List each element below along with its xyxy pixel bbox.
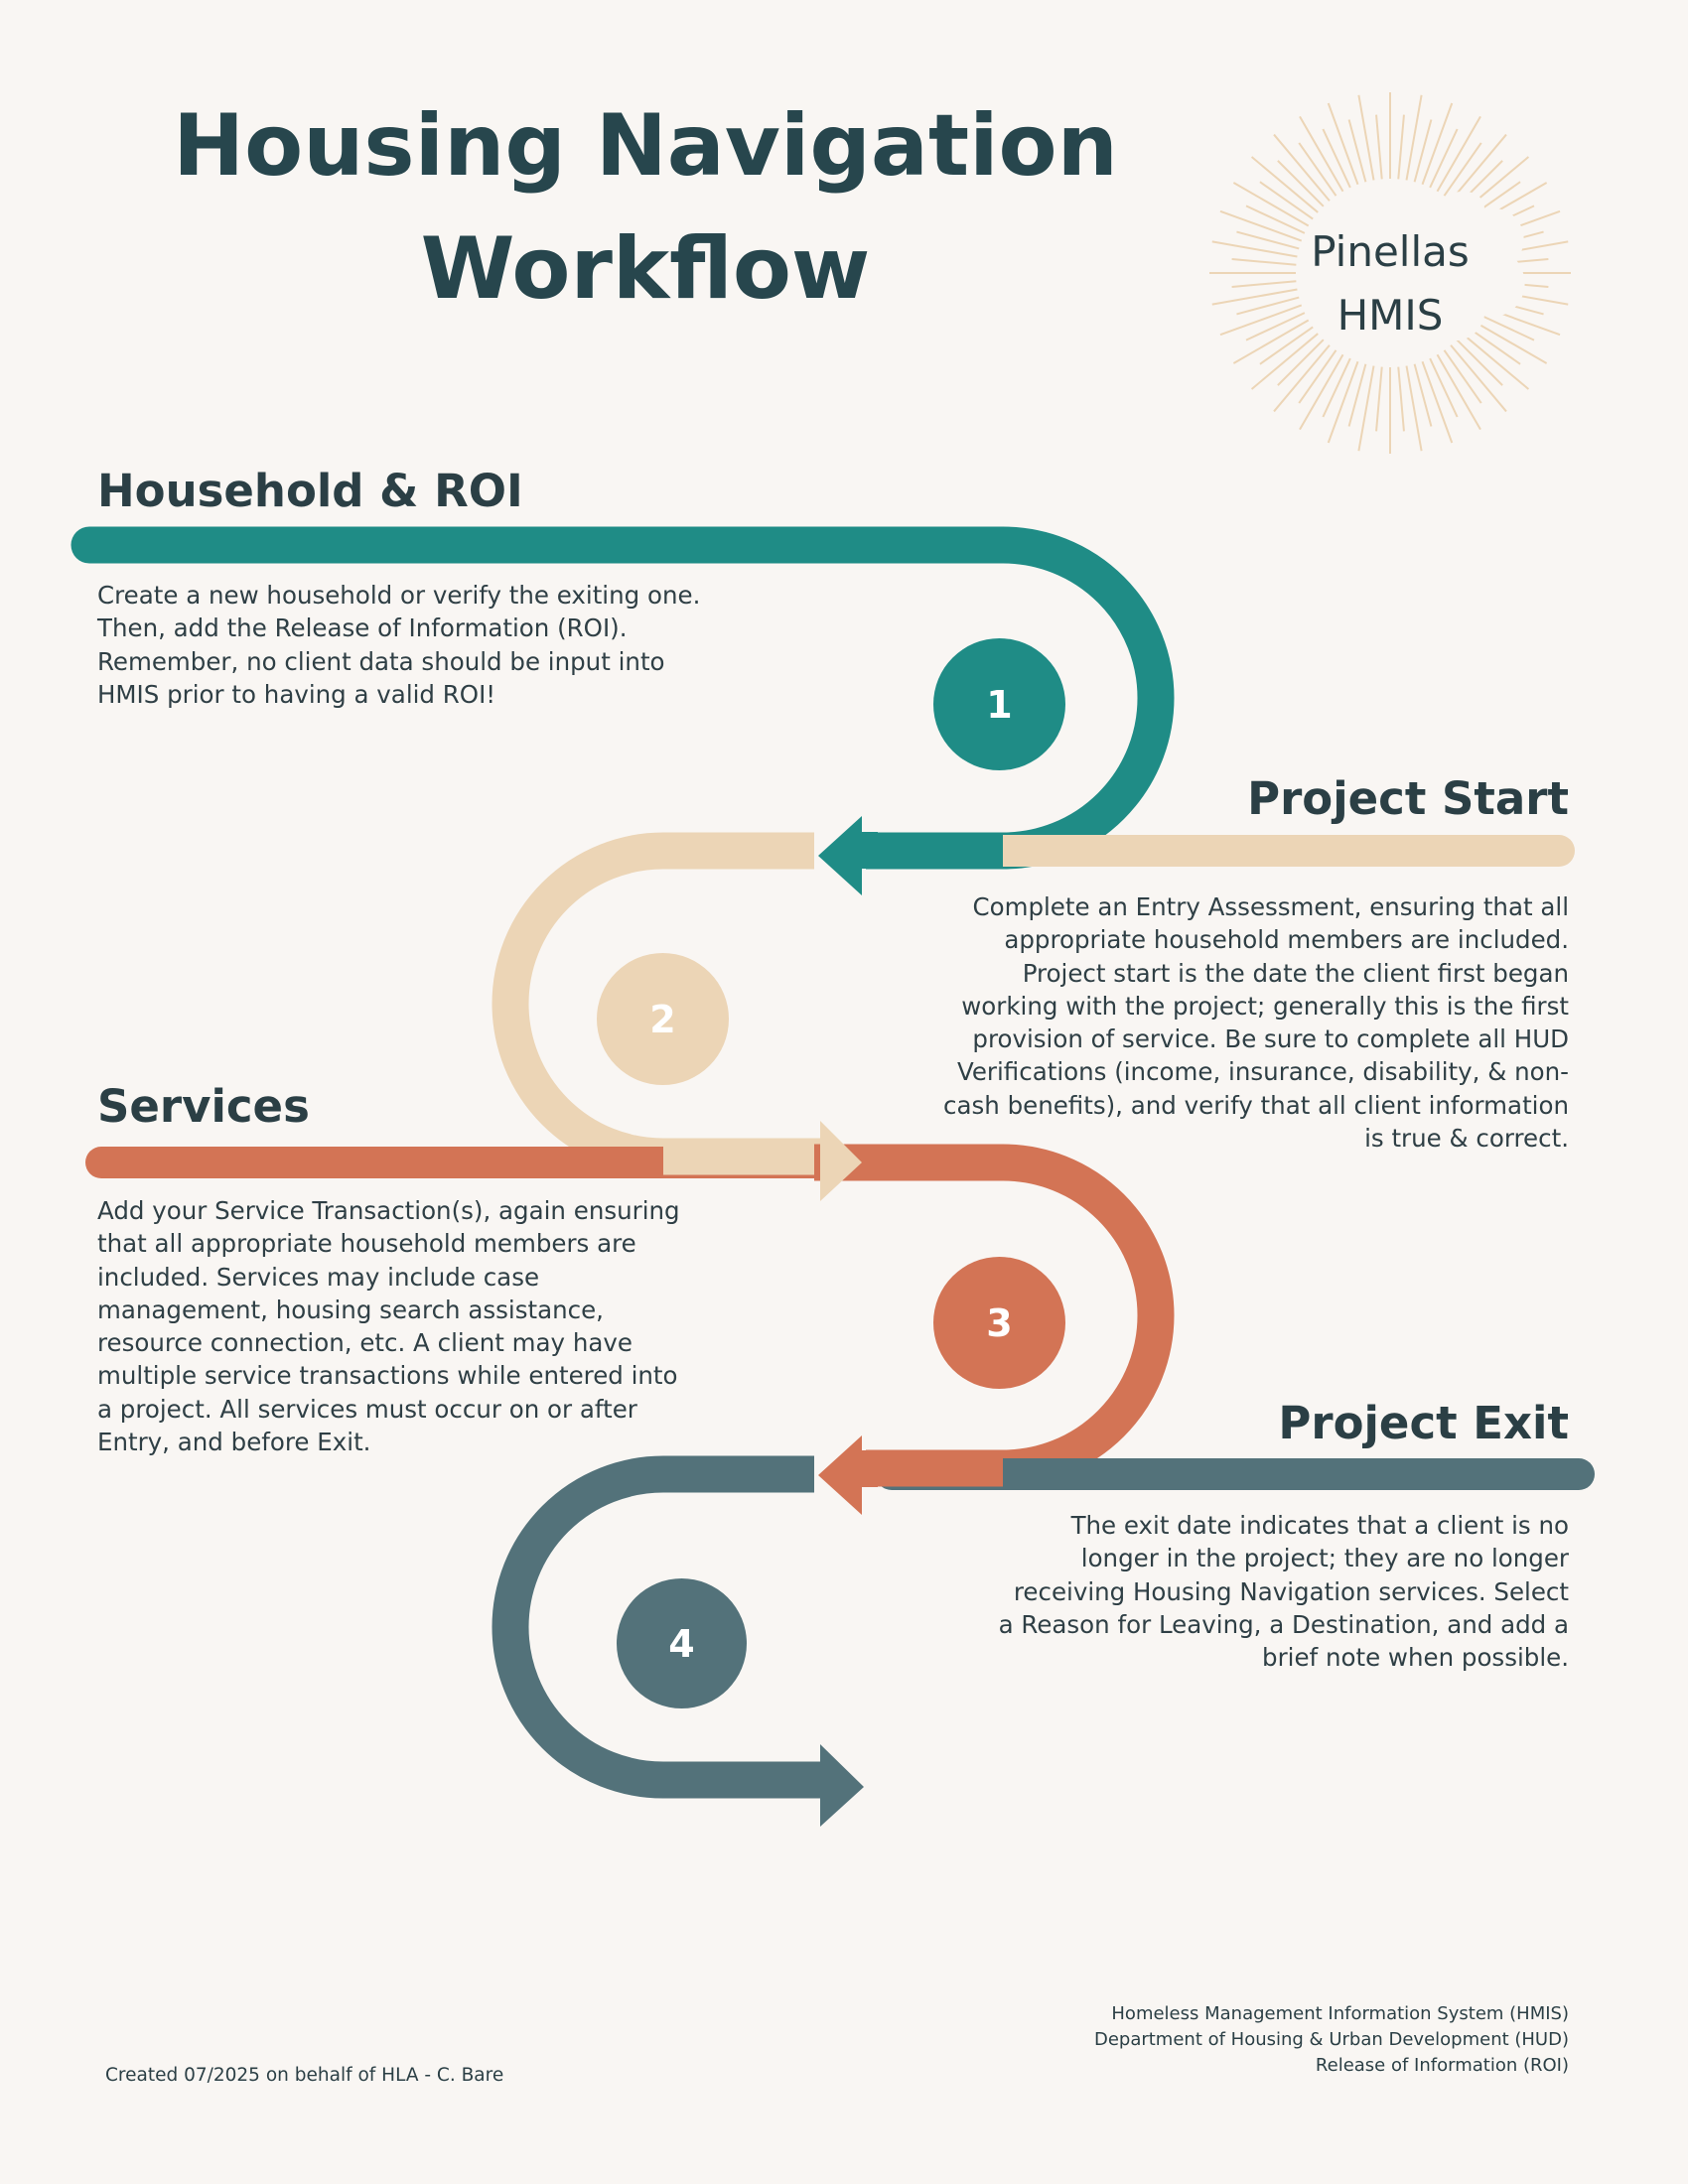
sunburst-ray — [1211, 240, 1298, 258]
sunburst-ray — [1236, 296, 1300, 316]
step-3-number-badge: 3 — [933, 1257, 1065, 1389]
footer-acronym-hud: Department of Housing & Urban Developmen… — [1093, 2029, 1569, 2050]
sunburst-ray — [1277, 339, 1325, 386]
step-2-path — [492, 832, 822, 1175]
sunburst-ray — [1231, 258, 1297, 266]
step-2-title: Project Start — [1247, 772, 1569, 825]
sunburst-ray — [1232, 319, 1310, 364]
sunburst-ray — [1405, 365, 1423, 452]
sunburst-ray — [1421, 102, 1454, 186]
sunburst-ray — [1299, 115, 1344, 193]
step-1-title: Household & ROI — [97, 465, 523, 517]
sunburst-ray — [1327, 102, 1359, 186]
step-4-number-badge: 4 — [617, 1578, 747, 1708]
step-3-description: Add your Service Transaction(s), again e… — [97, 1196, 680, 1457]
sunburst-ray — [1298, 142, 1337, 197]
sunburst-ray — [1259, 326, 1314, 365]
sunburst-ray — [1327, 360, 1359, 444]
logo-cloud-shape — [1348, 191, 1525, 341]
step-1-description: Create a new household or verify the exi… — [97, 581, 701, 709]
logo-line-2: HMIS — [1336, 291, 1444, 340]
step-3-arrowhead — [818, 1435, 862, 1515]
sunburst-ray — [1219, 304, 1303, 337]
step-1-number-badge: 1 — [933, 638, 1065, 770]
sunburst-ray — [1298, 349, 1337, 404]
sunburst-ray — [1397, 366, 1405, 432]
sunburst-ray — [1471, 319, 1548, 364]
sunburst-ray — [1475, 312, 1535, 341]
sunburst-ray — [1405, 94, 1423, 181]
sunburst-ray — [1462, 333, 1530, 390]
step-3-title: Services — [97, 1080, 310, 1133]
sunburst-ray — [1259, 181, 1314, 220]
sunburst-ray — [1245, 312, 1306, 341]
sunburst-ray — [1436, 115, 1481, 193]
sunburst-ray — [1375, 114, 1383, 180]
logo-text: Pinellas HMIS — [1241, 220, 1539, 347]
logo-line-1: Pinellas — [1311, 227, 1470, 276]
step-4-title: Project Exit — [1278, 1397, 1569, 1449]
sunburst-ray — [1421, 360, 1454, 444]
sunburst-ray — [1413, 363, 1433, 427]
step-3-path — [85, 1121, 1595, 1515]
sunburst-ray — [1211, 288, 1298, 306]
sunburst-ray — [1375, 366, 1383, 432]
sunburst-ray — [1299, 353, 1344, 431]
sunburst-ray — [1429, 128, 1459, 189]
sunburst-ray — [1397, 114, 1405, 180]
step-4-arrowhead — [820, 1744, 864, 1827]
sunburst-ray — [1250, 156, 1319, 213]
sunburst-ray — [1277, 160, 1325, 207]
sunburst-ray — [1413, 119, 1433, 183]
sunburst-ray — [1357, 94, 1375, 181]
sunburst-ray — [1467, 326, 1521, 365]
sunburst-ray — [1250, 333, 1319, 390]
sunburst-ray — [1357, 365, 1375, 452]
sunburst-ray — [1450, 344, 1507, 413]
sunburst-ray — [1273, 133, 1331, 202]
sunburst-ray — [1219, 209, 1303, 242]
sunburst-ray — [1443, 349, 1482, 404]
step-1-arrowhead — [818, 816, 862, 895]
step-4-path — [492, 1455, 864, 1827]
page-title-line-2: Workflow — [420, 219, 871, 319]
step-1-path — [70, 526, 1575, 895]
sunburst-ray — [1245, 205, 1306, 234]
sunburst-ray — [1232, 182, 1310, 227]
sunburst-ray — [1436, 353, 1481, 431]
sunburst-ray — [1456, 339, 1503, 386]
page-title: Housing Navigation Workflow — [149, 84, 1142, 331]
footer-credit: Created 07/2025 on behalf of HLA - C. Ba… — [105, 2065, 504, 2086]
sunburst-ray — [1322, 357, 1351, 418]
footer-acronym-list: Homeless Management Information System (… — [1094, 2001, 1569, 2079]
page-title-line-1: Housing Navigation — [173, 96, 1118, 196]
step-2-arrowhead — [820, 1121, 862, 1201]
sunburst-ray — [1450, 133, 1507, 202]
step-2-description: Complete an Entry Assessment, ensuring t… — [943, 892, 1569, 1154]
sunburst-ray — [1231, 280, 1297, 288]
sunburst-ray — [1236, 230, 1300, 250]
step-4-description: The exit date indicates that a client is… — [998, 1511, 1569, 1673]
sunburst-ray — [1322, 128, 1351, 189]
sunburst-ray — [1273, 344, 1331, 413]
sunburst-ray — [1443, 142, 1482, 197]
sunburst-ray — [1347, 119, 1367, 183]
step-2-number-badge: 2 — [597, 953, 729, 1085]
sunburst-ray — [1347, 363, 1367, 427]
sunburst-ray — [1429, 357, 1459, 418]
footer-acronym-hmis: Homeless Management Information System (… — [1111, 2003, 1569, 2024]
footer-acronym-roi: Release of Information (ROI) — [1315, 2055, 1569, 2076]
